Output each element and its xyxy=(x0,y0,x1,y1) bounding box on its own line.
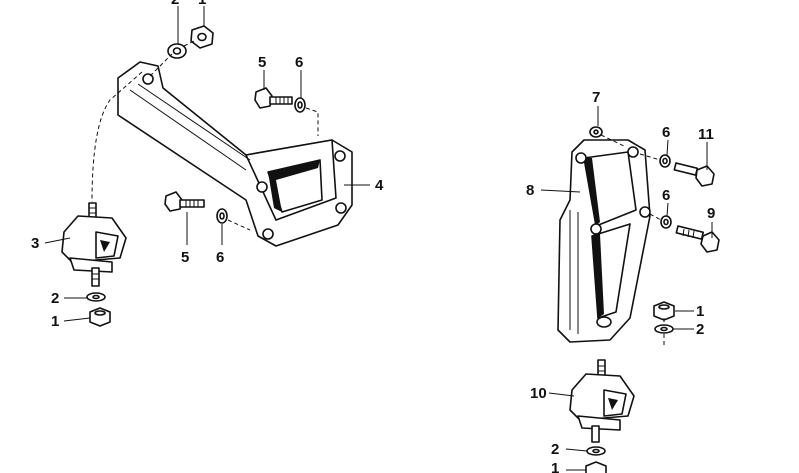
callout-4: 4 xyxy=(375,177,384,194)
callout-6-bottom: 6 xyxy=(216,249,224,266)
callout-6-right-lower: 6 xyxy=(662,187,670,204)
top-washer xyxy=(167,43,187,59)
bottom-nut xyxy=(585,461,607,473)
bottom-washer xyxy=(586,446,606,456)
right-lower-washer xyxy=(660,215,672,229)
callout-labels: 2 1 5 6 4 3 5 6 2 1 7 6 11 8 6 9 1 2 10 … xyxy=(31,0,715,473)
callout-1-bottom: 1 xyxy=(551,460,559,473)
callout-6-right-upper: 6 xyxy=(662,124,670,141)
left-rubber-mount xyxy=(61,202,127,287)
right-top-washer xyxy=(589,126,603,138)
right-washer xyxy=(654,324,674,334)
callout-5-bottom: 5 xyxy=(181,249,189,266)
lower-washer xyxy=(216,208,228,224)
right-nut xyxy=(653,301,675,321)
callout-10: 10 xyxy=(530,385,547,402)
callout-2-bottom: 2 xyxy=(551,441,559,458)
lower-bolt xyxy=(164,191,205,212)
upper-bolt xyxy=(254,87,293,109)
callout-5-top: 5 xyxy=(258,54,266,71)
callout-11: 11 xyxy=(698,126,714,143)
upper-washer xyxy=(294,97,306,113)
callout-2-top: 2 xyxy=(171,0,179,8)
callout-9: 9 xyxy=(707,205,715,222)
right-upper-bolt xyxy=(673,162,715,187)
right-upper-washer xyxy=(659,154,671,168)
callout-7: 7 xyxy=(592,89,600,106)
right-lower-bolt xyxy=(675,225,720,253)
right-bracket xyxy=(557,139,651,343)
callout-2-right: 2 xyxy=(696,321,704,338)
callout-1-top: 1 xyxy=(198,0,206,8)
callout-8: 8 xyxy=(526,182,534,199)
top-nut xyxy=(190,25,214,49)
leader-lines xyxy=(44,6,713,471)
callout-6-top: 6 xyxy=(295,54,303,71)
left-washer xyxy=(86,292,106,302)
callout-3: 3 xyxy=(31,235,39,252)
left-bracket xyxy=(117,61,353,247)
callout-1-right: 1 xyxy=(696,303,704,320)
callout-1-left: 1 xyxy=(51,313,59,330)
left-nut xyxy=(89,307,111,327)
callout-2-left: 2 xyxy=(51,290,59,307)
right-rubber-mount xyxy=(569,359,635,443)
